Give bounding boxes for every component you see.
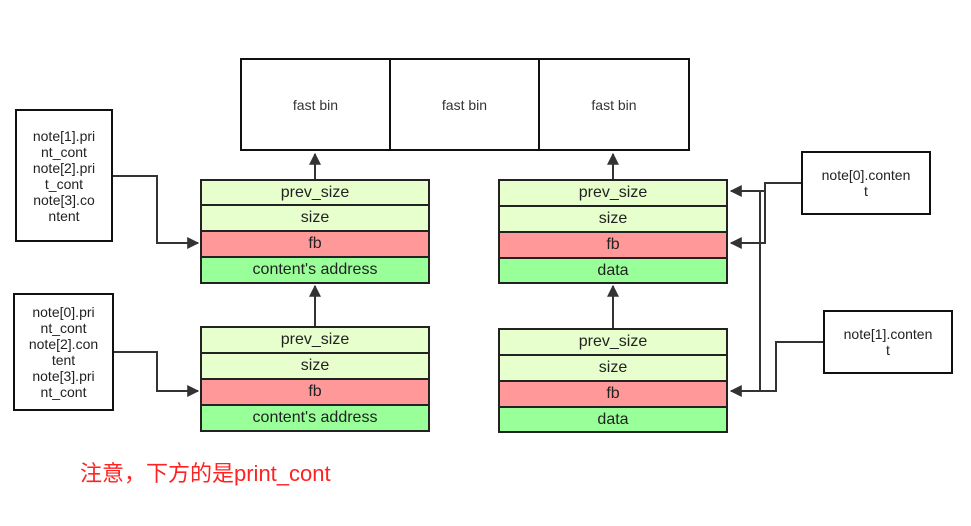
- chunk-bottom-right-prev-size: prev_size: [498, 328, 728, 356]
- fast-bin-3: fast bin: [538, 58, 690, 151]
- note-line: note[1].pri: [32, 127, 96, 144]
- caption-note: 注意，下方的是print_cont: [80, 461, 331, 486]
- chunk-top-left-fb: fb: [200, 230, 430, 258]
- note-line: note[2].con: [28, 336, 99, 352]
- note-line: nt_cont: [41, 143, 87, 160]
- note-line: note[3].pri: [32, 368, 95, 384]
- note-line: note[0].pri: [32, 304, 95, 320]
- fast-bin-2: fast bin: [389, 58, 540, 151]
- note-box-left-top: note[1].pri nt_cont note[2].pri t_cont n…: [15, 109, 113, 242]
- chunk-top-right-data: data: [498, 257, 728, 284]
- note-box-right-top: note[0].conten t: [801, 151, 931, 215]
- fast-bin-label: fast bin: [591, 96, 637, 113]
- note-line: t: [886, 342, 890, 358]
- chunk-top-left-content-address: content's address: [200, 256, 430, 284]
- note-line: ntent: [48, 207, 80, 224]
- note-line: nt_cont: [40, 384, 87, 400]
- chunk-bottom-left-content-address: content's address: [200, 404, 430, 432]
- fast-bin-1: fast bin: [240, 58, 391, 151]
- arrow-note-right-top-fb: [729, 182, 801, 249]
- arrow-note-left-top: [113, 175, 200, 249]
- chunk-bottom-right-data: data: [498, 406, 728, 433]
- arrow-note-right-bottom-fb: [729, 341, 823, 397]
- chunk-top-right-size: size: [498, 205, 728, 233]
- fast-bin-label: fast bin: [441, 96, 488, 113]
- arrow-note-right-top-prev: [729, 183, 766, 197]
- note-line: tent: [51, 352, 76, 368]
- note-line: t_cont: [44, 175, 84, 192]
- fast-bin-label: fast bin: [292, 96, 339, 113]
- note-line: note[1].conten: [843, 326, 933, 342]
- chunk-top-left-size: size: [200, 204, 430, 232]
- note-line: note[3].co: [33, 191, 95, 208]
- chunk-bottom-right-size: size: [498, 354, 728, 382]
- note-box-right-bottom: note[1].conten t: [823, 310, 953, 374]
- note-box-left-bottom: note[0].pri nt_cont note[2].con tent not…: [13, 293, 114, 411]
- note-line: t: [864, 183, 868, 199]
- note-line: nt_cont: [40, 320, 87, 336]
- note-line: note[0].conten: [821, 167, 911, 183]
- arrow-note-left-bottom: [114, 351, 200, 397]
- note-line: note[2].pri: [32, 159, 96, 176]
